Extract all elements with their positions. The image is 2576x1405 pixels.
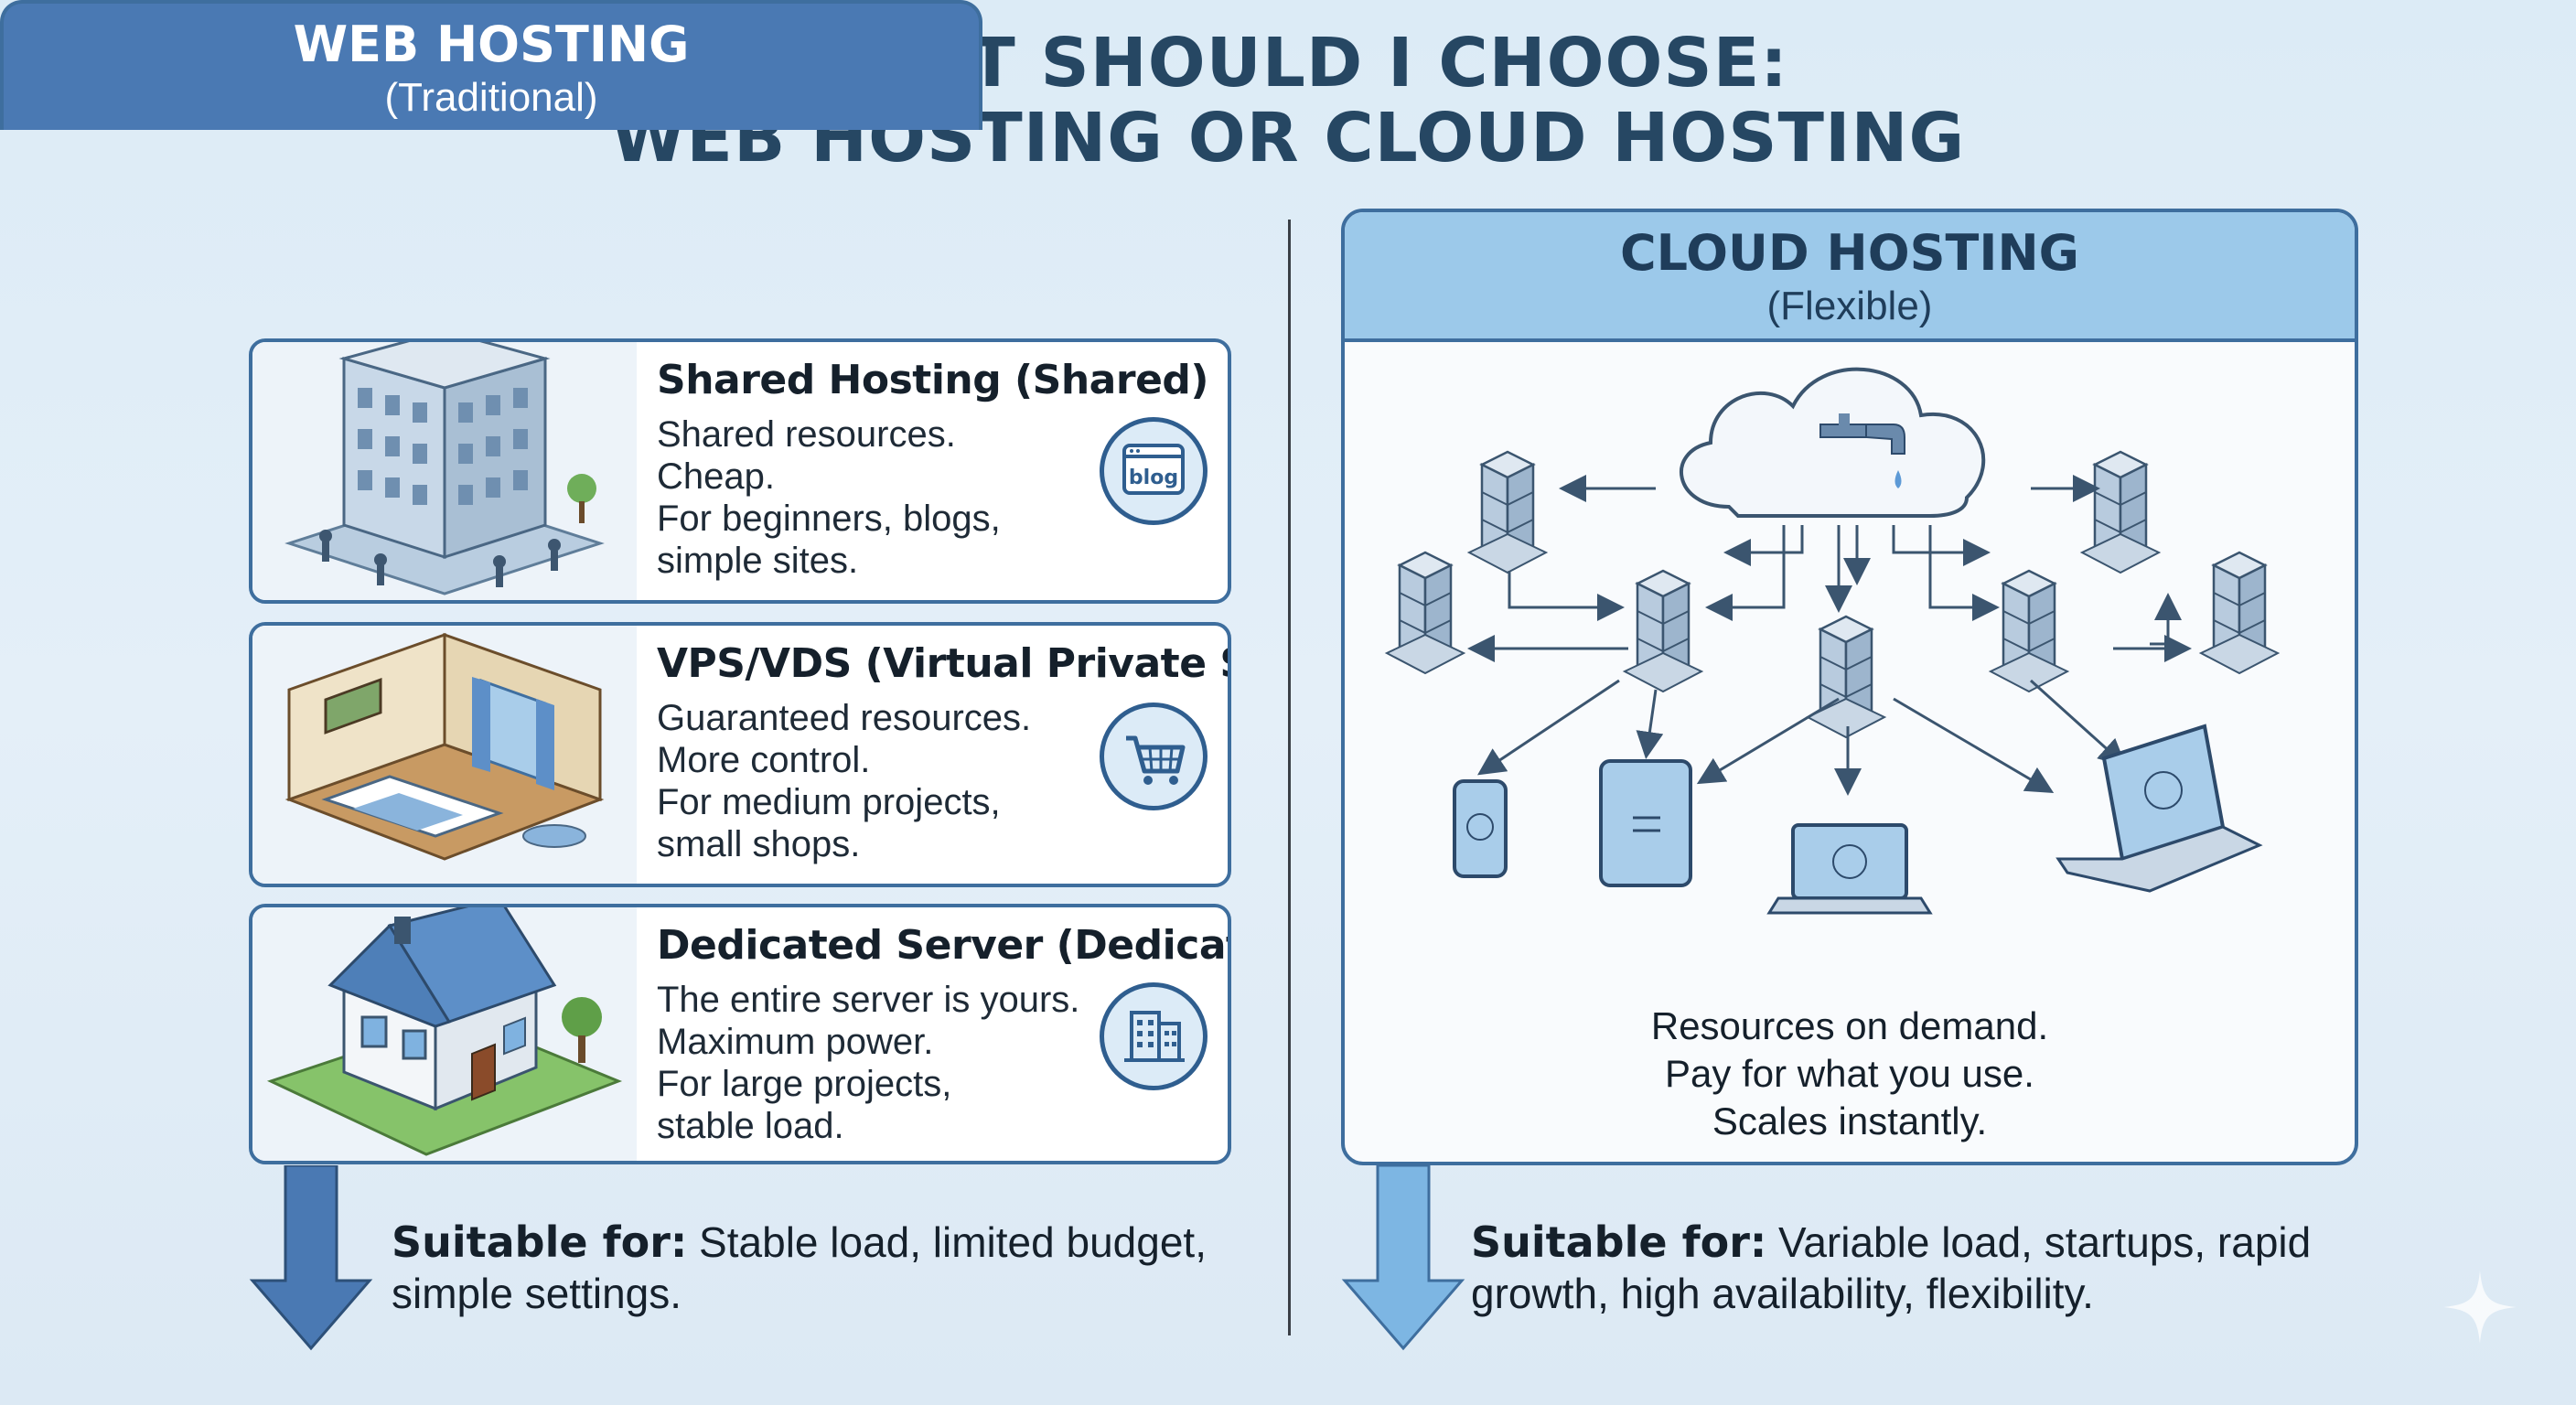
cloud-suitable-label: Suitable for: — [1471, 1217, 1767, 1267]
web-suitable-line-1: Stable load, limited budget, — [687, 1218, 1207, 1266]
dedicated-line-2: Maximum power. — [657, 1022, 934, 1062]
vps-line-2: More control. — [657, 740, 871, 780]
blog-browser-icon: blog — [1100, 417, 1208, 525]
cloud-caption-line-2: Pay for what you use. — [1665, 1052, 2034, 1095]
vps-line-1: Guaranteed resources. — [657, 698, 1032, 738]
shared-line-1: Shared resources. — [657, 414, 956, 455]
shared-line-4: simple sites. — [657, 541, 859, 581]
cloud-suitable-line-1: Variable load, startups, rapid — [1766, 1218, 2312, 1266]
shared-hosting-title: Shared Hosting (Shared) — [657, 357, 1209, 403]
cloud-hosting-heading: CLOUD HOSTING — [1620, 224, 2079, 282]
vps-title: VPS/VDS (Virtual Private Server) — [657, 640, 1228, 687]
center-divider — [1288, 220, 1291, 1335]
dedicated-description: The entire server is yours. Maximum powe… — [657, 979, 1079, 1147]
private-room-icon — [252, 626, 637, 884]
shared-hosting-card: Shared Hosting (Shared) Shared resources… — [249, 338, 1231, 604]
dedicated-line-1: The entire server is yours. — [657, 980, 1080, 1020]
web-suitable-for: Suitable for: Stable load, limited budge… — [392, 1217, 1207, 1319]
cloud-network-diagram — [1385, 367, 2280, 915]
cloud-caption-line-3: Scales instantly. — [1712, 1099, 1988, 1142]
web-suitable-label: Suitable for: — [392, 1217, 688, 1267]
dedicated-line-4: stable load. — [657, 1106, 844, 1146]
web-hosting-subheading: (Traditional) — [384, 75, 598, 120]
web-suitable-line-2: simple settings. — [392, 1270, 682, 1317]
dedicated-line-3: For large projects, — [657, 1064, 952, 1104]
shopping-cart-icon — [1100, 702, 1208, 810]
cloud-suitable-for: Suitable for: Variable load, startups, r… — [1471, 1217, 2311, 1319]
vps-line-4: small shops. — [657, 824, 861, 864]
cloud-hosting-panel: CLOUD HOSTING (Flexible) — [1341, 209, 2358, 1165]
dedicated-title: Dedicated Server (Dedicated) — [657, 922, 1228, 969]
shared-line-3: For beginners, blogs, — [657, 499, 1001, 539]
web-down-arrow-icon — [249, 1165, 373, 1351]
sparkle-icon — [2443, 1271, 2517, 1344]
cloud-caption-line-1: Resources on demand. — [1650, 1004, 2049, 1047]
web-hosting-heading: WEB HOSTING — [293, 16, 690, 73]
blog-badge-text: blog — [1129, 467, 1178, 489]
shared-line-2: Cheap. — [657, 456, 775, 497]
cloud-suitable-line-2: growth, high availability, flexibility. — [1471, 1270, 2094, 1317]
vps-card: VPS/VDS (Virtual Private Server) Guarant… — [249, 622, 1231, 887]
detached-house-icon — [252, 907, 637, 1161]
dedicated-server-card: Dedicated Server (Dedicated) The entire … — [249, 904, 1231, 1164]
cloud-hosting-subheading: (Flexible) — [1766, 284, 1933, 328]
vps-line-3: For medium projects, — [657, 782, 1001, 822]
cloud-caption: Resources on demand. Pay for what you us… — [1341, 1003, 2358, 1145]
cloud-down-arrow-icon — [1341, 1165, 1465, 1351]
vps-description: Guaranteed resources. More control. For … — [657, 697, 1031, 865]
web-hosting-header: WEB HOSTING (Traditional) — [0, 0, 982, 130]
shared-hosting-description: Shared resources. Cheap. For beginners, … — [657, 413, 1001, 582]
apartment-building-icon — [252, 342, 637, 600]
office-building-icon — [1100, 982, 1208, 1090]
cloud-hosting-header: CLOUD HOSTING (Flexible) — [1345, 212, 2355, 342]
